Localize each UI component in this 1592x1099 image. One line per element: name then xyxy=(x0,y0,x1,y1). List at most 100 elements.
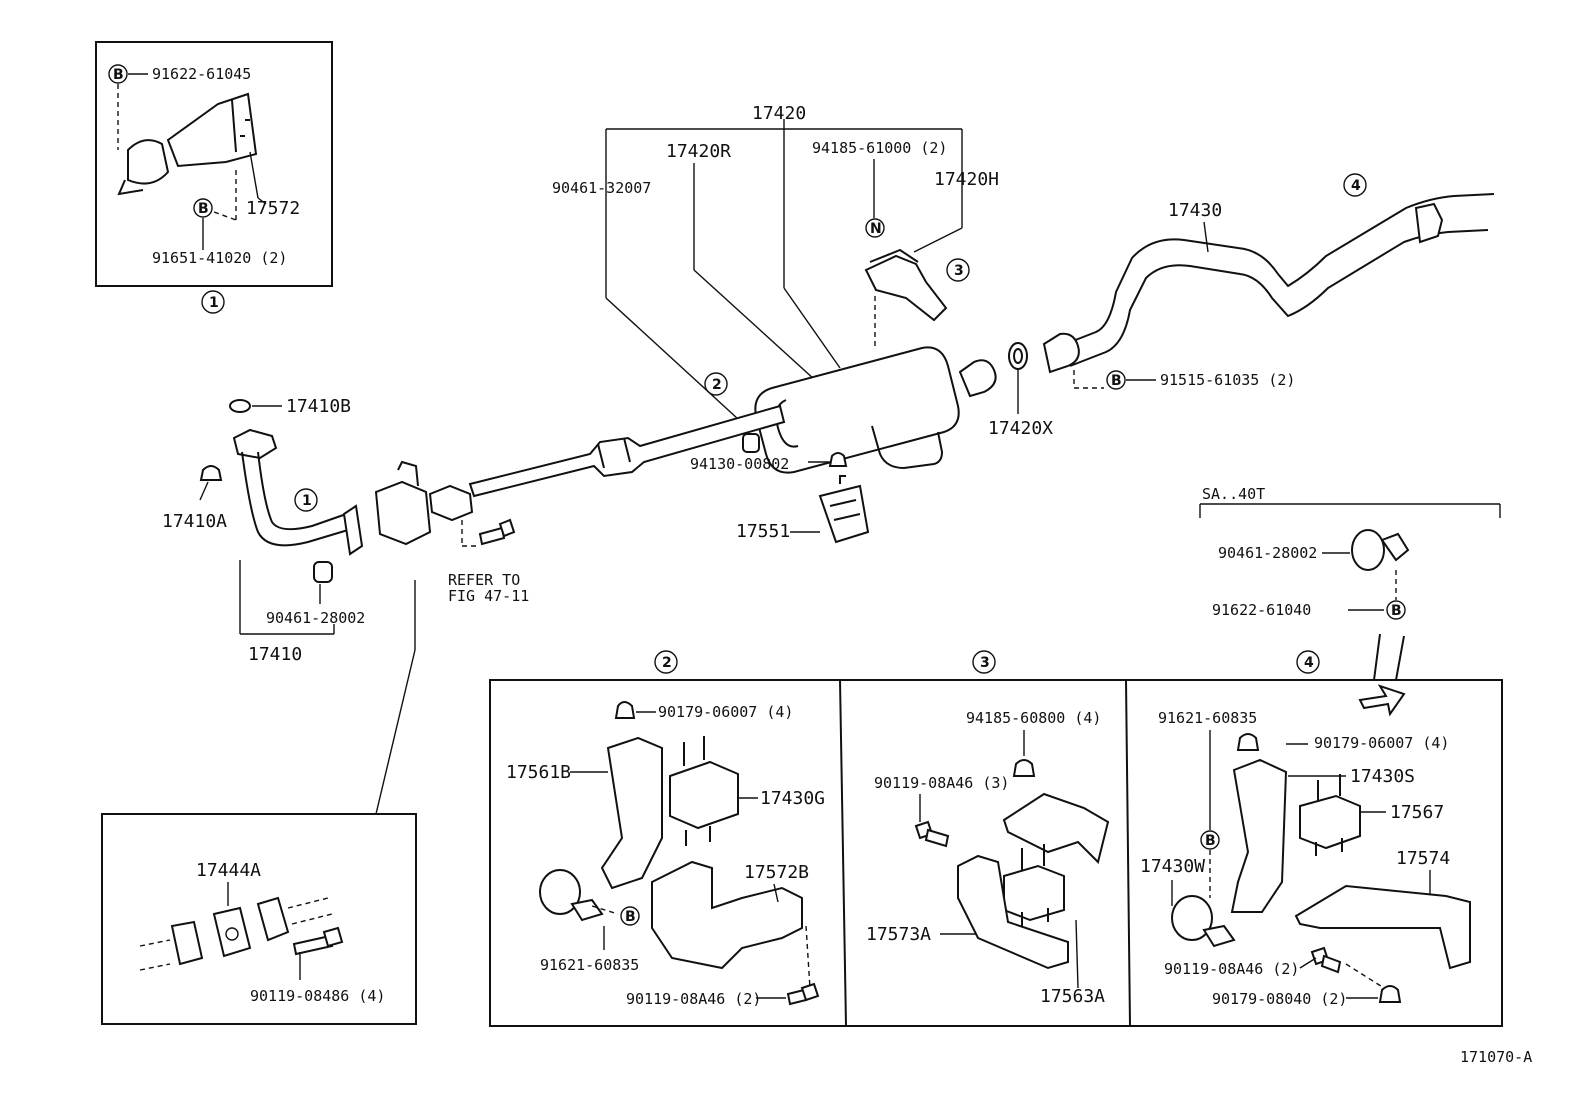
label-17410A: 17410A xyxy=(162,511,227,532)
nut-icon xyxy=(1378,985,1402,1003)
label-90179-08040: 90179-08040 (2) xyxy=(1212,990,1347,1008)
gasket-icon xyxy=(229,399,251,413)
callout-1: 1 xyxy=(209,295,219,311)
label-17572B: 17572B xyxy=(744,862,809,883)
gasket-icon xyxy=(212,906,252,958)
bolt-icon xyxy=(786,982,820,1006)
marker-n: N xyxy=(870,221,882,237)
detail-box-3: 94185-60800 (4) 90119-08A46 (3) 17573A 1… xyxy=(866,709,1110,1007)
label-17430S: 17430S xyxy=(1350,766,1415,787)
label-90461-28002: 90461-28002 xyxy=(1218,544,1317,562)
callout-4: 4 xyxy=(1351,178,1361,194)
label-90119-08A46: 90119-08A46 (2) xyxy=(626,990,761,1008)
label-91515-61035: 91515-61035 (2) xyxy=(1160,371,1295,389)
label-17444A: 17444A xyxy=(196,860,261,881)
label-90461-28002: 90461-28002 xyxy=(266,609,365,627)
inset-box-gasket: 17444A 90119-08486 (4) xyxy=(101,813,417,1025)
label-refer-to: REFER TO xyxy=(448,571,520,589)
callout-4: 4 xyxy=(1304,655,1314,671)
label-91622-61045: 91622-61045 xyxy=(152,65,251,83)
label-90119-08A46: 90119-08A46 (2) xyxy=(1164,960,1299,978)
rubber-mount-icon xyxy=(1003,844,1065,926)
label-17574: 17574 xyxy=(1396,848,1450,869)
clamp-icon xyxy=(313,561,333,583)
bolt-icon xyxy=(478,518,516,546)
callout-3: 3 xyxy=(954,263,964,279)
clamp-icon xyxy=(1351,529,1410,571)
label-94130-00802: 94130-00802 xyxy=(690,455,789,473)
label-17430W: 17430W xyxy=(1140,856,1205,877)
label-17572: 17572 xyxy=(246,198,300,219)
rubber-mount-icon xyxy=(1299,774,1361,856)
label-17410: 17410 xyxy=(248,644,302,665)
exhaust-pipe-icon xyxy=(232,428,364,556)
label-fig-47-11: FIG 47-11 xyxy=(448,587,529,605)
label-91651-41020: 91651-41020 (2) xyxy=(152,249,287,267)
bolt-icon xyxy=(914,820,950,848)
hanger-bracket-icon xyxy=(818,475,870,544)
hanger-bracket-icon xyxy=(1230,758,1288,913)
label-17551: 17551 xyxy=(736,521,790,542)
label-90119-08A46: 90119-08A46 (3) xyxy=(874,774,1009,792)
label-17567: 17567 xyxy=(1390,802,1444,823)
hanger-bracket-icon xyxy=(651,860,803,970)
marker-b: B xyxy=(1391,603,1402,619)
label-17430G: 17430G xyxy=(760,788,825,809)
bolt-icon xyxy=(292,926,344,956)
label-17410B: 17410B xyxy=(286,396,351,417)
clamp-icon xyxy=(539,869,604,922)
marker-b: B xyxy=(1111,373,1122,389)
label-91621-60835: 91621-60835 xyxy=(540,956,639,974)
label-17561B: 17561B xyxy=(506,762,571,783)
hanger-bracket-icon xyxy=(957,854,1069,970)
hanger-bracket-icon xyxy=(117,92,258,196)
detail-box-4: 91621-60835 90179-06007 (4) 17430S 17567… xyxy=(1140,709,1471,1008)
label-90179-06007: 90179-06007 (4) xyxy=(658,703,793,721)
nut-icon xyxy=(1236,733,1260,751)
clamp-icon xyxy=(1171,895,1236,948)
hanger-bracket-icon xyxy=(1294,884,1471,970)
exhaust-pipe-icon xyxy=(374,460,474,546)
hanger-bracket-icon xyxy=(1002,792,1110,864)
callout-3: 3 xyxy=(980,655,990,671)
label-17573A: 17573A xyxy=(866,924,931,945)
label-17420X: 17420X xyxy=(988,418,1053,439)
exhaust-pipe-icon xyxy=(468,404,786,498)
detail-boxes: 2 3 4 xyxy=(489,650,1503,1027)
gasket-icon xyxy=(1008,342,1028,370)
label-90119-08486: 90119-08486 (4) xyxy=(250,987,385,1005)
nut-icon xyxy=(828,452,848,467)
nut-icon xyxy=(614,701,636,719)
figure-code: 171070-A xyxy=(1460,1048,1532,1066)
label-90461-32007: 90461-32007 xyxy=(552,179,651,197)
label-91621-60835: 91621-60835 xyxy=(1158,709,1257,727)
nut-icon xyxy=(1012,759,1036,777)
muffler-icon xyxy=(754,346,997,474)
marker-b: B xyxy=(113,67,124,83)
hanger-bracket-icon xyxy=(864,248,948,322)
callout-2: 2 xyxy=(712,377,722,393)
bolt-icon xyxy=(1310,946,1342,974)
label-sa-40t: SA..40T xyxy=(1202,485,1265,503)
label-17420: 17420 xyxy=(752,103,806,124)
callout-2: 2 xyxy=(662,655,672,671)
sa-40t-variant: SA..40T 90461-28002 91622-61040 B xyxy=(1199,485,1501,717)
inset-box-1: B 91622-61045 17572 B 91651-41020 (2) 1 xyxy=(95,41,333,314)
callout-1: 1 xyxy=(302,493,312,509)
label-17420H: 17420H xyxy=(934,169,999,190)
hanger-bracket-icon xyxy=(600,736,663,890)
label-94185-60800: 94185-60800 (4) xyxy=(966,709,1101,727)
detail-box-2: 90179-06007 (4) 17561B B 91621-60835 174… xyxy=(506,701,825,1008)
rubber-mount-icon xyxy=(669,736,739,846)
label-90179-06007: 90179-06007 (4) xyxy=(1314,734,1449,752)
marker-b: B xyxy=(1205,833,1216,849)
label-17420R: 17420R xyxy=(666,141,731,162)
tailpipe-icon xyxy=(1042,193,1495,374)
nut-icon xyxy=(199,465,223,481)
label-17563A: 17563A xyxy=(1040,986,1105,1007)
label-94185-61000: 94185-61000 (2) xyxy=(812,139,947,157)
label-17430: 17430 xyxy=(1168,200,1222,221)
clamp-icon xyxy=(742,433,760,453)
arrow-icon xyxy=(1358,684,1406,717)
